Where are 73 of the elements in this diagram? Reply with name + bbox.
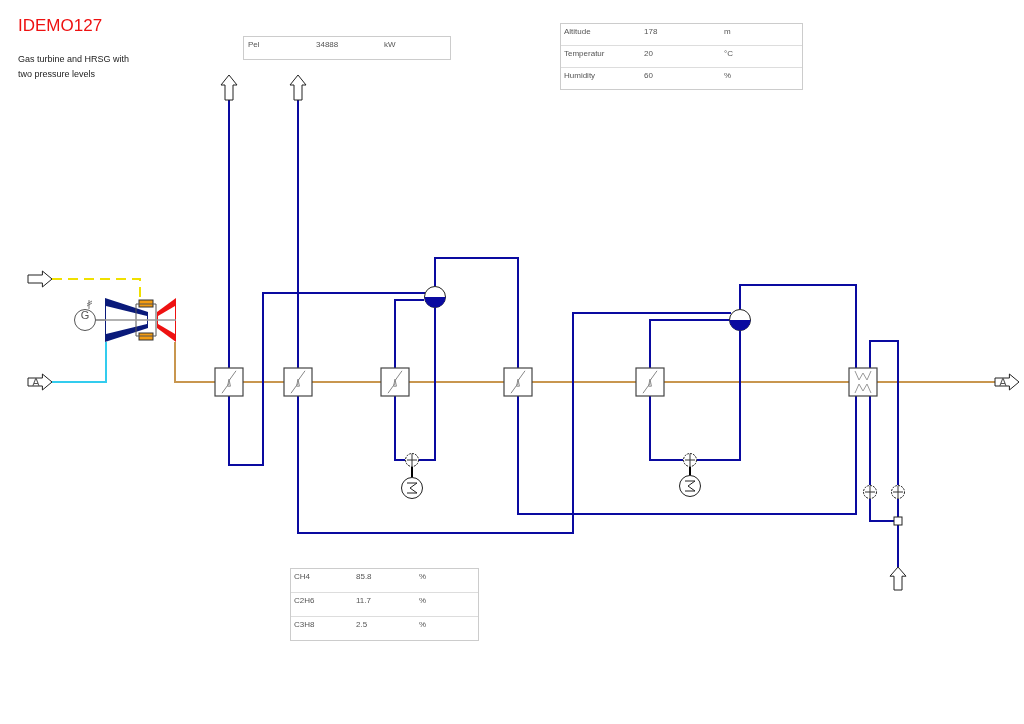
parameter-name: C3H8: [294, 620, 315, 629]
stream-label: A: [31, 375, 41, 390]
pipe-line: [228, 292, 426, 466]
parameter-value: 2.5: [356, 620, 368, 629]
pipe-line: [51, 278, 141, 299]
pipe-line: [394, 395, 406, 461]
parameter-name: CH4: [294, 572, 310, 581]
unit-label: %: [419, 572, 427, 581]
pipe-line: [897, 498, 899, 518]
pipe-line: [51, 341, 107, 383]
stream-label: G: [79, 308, 91, 323]
parameter-value: 85.8: [356, 572, 372, 581]
heat-exchanger: [849, 368, 877, 396]
parameter-value: 11.7: [356, 596, 371, 605]
parameter-value: 60: [644, 71, 653, 80]
pipe-line: [228, 99, 230, 369]
unit-label: %: [724, 71, 732, 80]
stream-label: A: [998, 375, 1008, 390]
generator-symbol: [74, 299, 96, 331]
heat-exchanger: [504, 368, 532, 396]
pipe-line: [869, 340, 899, 486]
heat-exchanger: [284, 368, 312, 396]
pipe-line: [739, 284, 857, 369]
parameter-name: Pel: [248, 40, 260, 49]
pipe-line: [649, 319, 730, 369]
inlet-arrow: [890, 567, 906, 590]
pipe-line: [869, 498, 895, 522]
pipe-line: [689, 466, 691, 476]
diagram-title: IDEMO127: [18, 16, 103, 36]
unit-label: %: [419, 620, 427, 629]
pipe-line: [434, 257, 519, 369]
parameter-name: Humidity: [564, 71, 596, 80]
unit-label: m: [724, 27, 731, 36]
pipe-line: [297, 312, 732, 534]
motor-symbol: [401, 477, 423, 499]
steam-drum: [424, 286, 446, 308]
pipe-line: [517, 395, 857, 515]
parameter-name: C2H6: [294, 596, 315, 605]
heat-exchanger: [381, 368, 409, 396]
pipe-line: [696, 330, 741, 461]
outlet-arrow: [221, 75, 237, 100]
pump-symbol: [891, 485, 905, 499]
pipe-line: [897, 524, 899, 568]
parameter-value: 20: [644, 49, 653, 58]
motor-symbol: [679, 475, 701, 497]
heat-exchanger: [636, 368, 664, 396]
pipe-line: [411, 466, 413, 478]
mixer-symbol: [894, 517, 902, 525]
subtitle: Gas turbine and HRSG with two pressure levels: [18, 53, 131, 81]
pump-symbol: [405, 453, 419, 467]
pipe-line: [297, 99, 299, 369]
pipe-line: [649, 395, 684, 461]
pump-symbol: [683, 453, 697, 467]
parameter-name: Altitude: [564, 27, 591, 36]
unit-label: kW: [384, 40, 396, 49]
gas-turbine-drawing: [105, 298, 176, 342]
pipe-line: [174, 341, 216, 383]
pipe-line: [869, 395, 871, 486]
pipe-line: [394, 299, 425, 369]
pipe-line: [418, 307, 436, 461]
outlet-arrow: [995, 374, 1019, 390]
pump-symbol: [863, 485, 877, 499]
parameter-name: Temperatur: [564, 49, 605, 58]
pipe-line: [95, 319, 106, 321]
unit-label: °C: [724, 49, 733, 58]
inlet-arrow: [28, 374, 52, 390]
parameter-value: 178: [644, 27, 658, 36]
outlet-arrow: [290, 75, 306, 100]
steam-drum: [729, 309, 751, 331]
heat-exchanger: [215, 368, 243, 396]
unit-label: %: [419, 596, 427, 605]
inlet-arrow: [28, 271, 52, 287]
parameter-value: 34888: [316, 40, 339, 49]
